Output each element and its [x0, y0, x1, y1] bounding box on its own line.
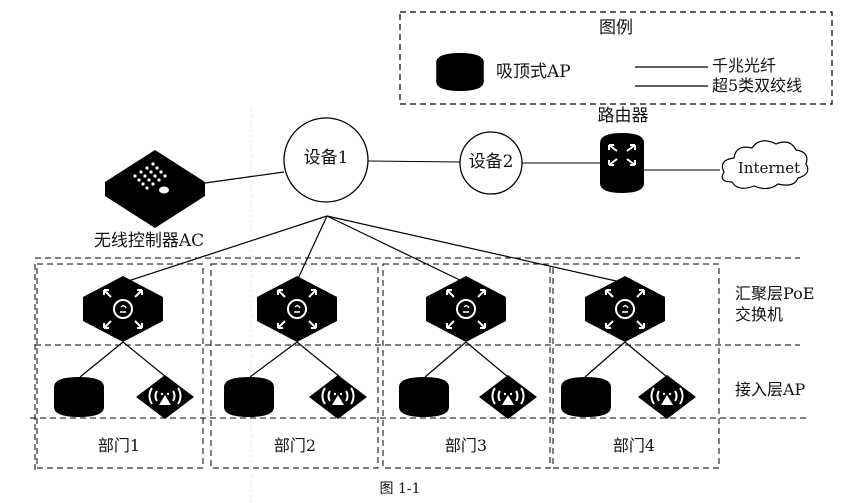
switch-ap-links — [79, 341, 668, 378]
link-ac-device1 — [204, 171, 285, 184]
aggregation-switch-2 — [256, 275, 338, 343]
device2-label: 设备2 — [468, 152, 514, 172]
department-label-1: 部门1 — [97, 436, 141, 455]
device1-label: 设备1 — [303, 148, 349, 168]
router-icon — [600, 133, 644, 193]
internet-label: Internet — [737, 159, 801, 177]
device1-node — [283, 117, 369, 203]
legend-title: 图例 — [599, 18, 633, 38]
wifi-ap-3 — [478, 374, 538, 420]
legend-box — [399, 11, 833, 105]
legend-fiber-label: 千兆光纤 — [712, 56, 777, 75]
aggregation-layer-label-line2: 交换机 — [735, 305, 784, 324]
internet-cloud-icon — [721, 140, 809, 190]
ceiling-ap-1 — [54, 377, 104, 417]
link-device1-switch2 — [295, 215, 328, 284]
wireless-controller-icon — [105, 150, 205, 228]
legend-twisted-pair-label: 超5类双绞线 — [712, 76, 803, 95]
department-box-3 — [382, 263, 551, 469]
legend-ap-icon — [436, 53, 484, 91]
aggregation-switch-1 — [82, 275, 164, 343]
router-label: 路由器 — [597, 106, 649, 126]
ceiling-ap-4 — [561, 377, 611, 417]
aggregation-layer-label-line1: 汇聚层PoE — [735, 284, 815, 303]
figure-caption: 图 1-1 — [379, 481, 421, 497]
department-label-2: 部门2 — [273, 436, 317, 455]
link-device1-switch1 — [121, 215, 328, 284]
ac-label: 无线控制器AC — [93, 231, 205, 251]
wifi-ap-2 — [308, 374, 368, 420]
department-box-4 — [552, 263, 720, 469]
link-device1-switch4 — [326, 215, 626, 284]
aggregation-switch-3 — [425, 275, 507, 343]
department-label-3: 部门3 — [444, 436, 488, 455]
ceiling-ap-2 — [224, 377, 274, 417]
department-label-4: 部门4 — [612, 436, 656, 455]
access-layer-label: 接入层AP — [735, 380, 806, 399]
department-box-1 — [36, 263, 204, 469]
wifi-ap-4 — [637, 374, 697, 420]
aggregation-switch-4 — [584, 275, 666, 343]
link-device1-switch3 — [326, 215, 467, 284]
wifi-ap-1 — [135, 374, 195, 420]
device2-node — [459, 131, 523, 195]
legend-ap-label: 吸顶式AP — [496, 62, 571, 82]
ceiling-ap-3 — [399, 377, 449, 417]
department-box-2 — [210, 263, 379, 469]
link-device1-device2 — [366, 160, 461, 163]
